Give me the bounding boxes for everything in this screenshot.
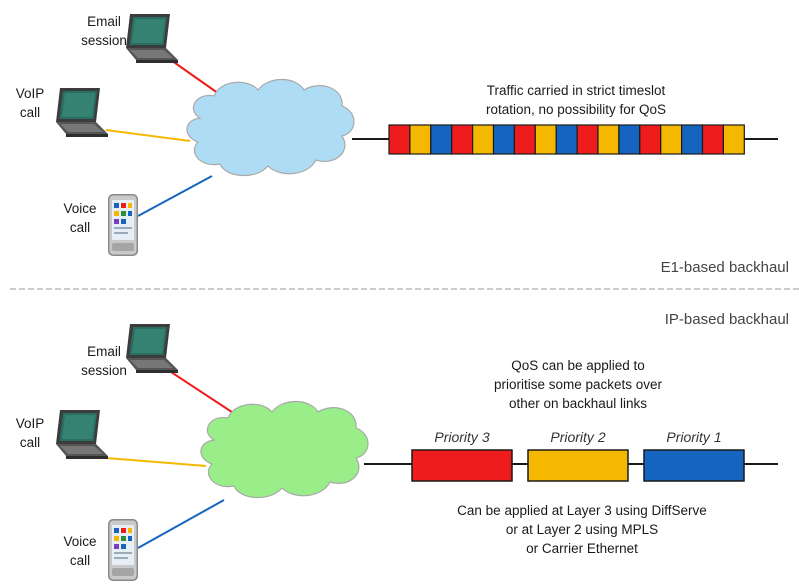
timeslot-yellow: [472, 124, 495, 155]
timeslot-red: [388, 124, 411, 155]
ip-caption: IP-based backhaul: [665, 311, 789, 328]
timeslot-yellow: [534, 124, 557, 155]
voice-link-line: [137, 499, 225, 549]
network-cloud-icon: [186, 78, 355, 177]
timeslot-yellow: [660, 124, 683, 155]
timeslot-blue: [618, 124, 641, 155]
ip-footnote: Can be applied at Layer 3 using DiffServ…: [457, 503, 707, 556]
voip-link-line: [105, 457, 207, 467]
ip-section: IP-based backhaul Priority 3 Priority 2 …: [16, 311, 789, 581]
e1-caption: E1-based backhaul: [661, 259, 789, 276]
timeslot-yellow: [722, 124, 745, 155]
timeslot-red: [451, 124, 474, 155]
timeslot-yellow: [597, 124, 620, 155]
priority-2-label: Priority 2: [550, 429, 605, 445]
laptop-icon: [126, 14, 178, 63]
timeslot-blue: [555, 124, 578, 155]
smartphone-icon: [108, 194, 138, 256]
timeslot-blue: [492, 124, 515, 155]
timeslot-red: [513, 124, 536, 155]
packet-priority-1: [643, 449, 745, 482]
timeslot-red: [639, 124, 662, 155]
packet-priority-2: [527, 449, 629, 482]
packet-priority-3: [411, 449, 513, 482]
priority-1-label: Priority 1: [666, 429, 721, 445]
laptop-icon: [56, 88, 108, 137]
voip-link-line: [105, 129, 191, 142]
smartphone-icon: [108, 519, 138, 581]
timeslot-blue: [430, 124, 453, 155]
priority-3-label: Priority 3: [434, 429, 489, 445]
laptop-icon: [126, 324, 178, 373]
voice-link-line: [137, 175, 213, 217]
timeslot-red: [701, 124, 724, 155]
timeslot-strip: [388, 124, 745, 155]
timeslot-red: [576, 124, 599, 155]
laptop-icon: [56, 410, 108, 459]
timeslot-blue: [680, 124, 704, 155]
timeslot-yellow: [409, 124, 432, 155]
network-cloud-icon: [200, 400, 369, 499]
